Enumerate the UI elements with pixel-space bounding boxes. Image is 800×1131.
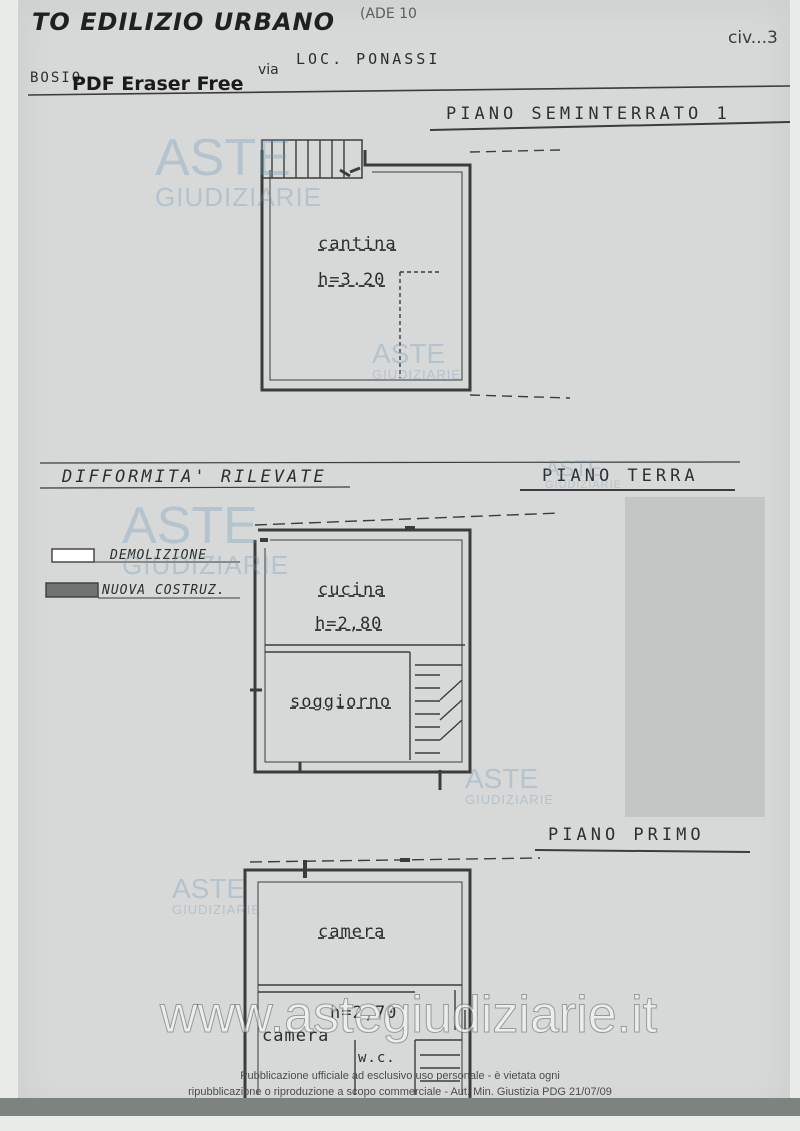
- room-label-soggiorno: soggiorno: [290, 692, 392, 712]
- basement-plan: [260, 139, 571, 399]
- header-location: LOC. PONASSI: [296, 50, 441, 68]
- ground-floor-heading: PIANO TERRA: [542, 466, 699, 486]
- first-heading-underline: [534, 849, 751, 853]
- scan-bottom-edge: [0, 1098, 800, 1116]
- room-height-cantina: h=3.20: [318, 270, 386, 290]
- legend-label-nuova-costruzione: NUOVA COSTRUZ.: [102, 583, 226, 598]
- room-label-wc: w.c.: [358, 1050, 396, 1066]
- header-title: TO EDILIZIO URBANO: [32, 8, 336, 36]
- ground-plan: [250, 526, 472, 790]
- room-label-cucina: cucina: [318, 580, 386, 600]
- room-label-cantina: cantina: [318, 234, 397, 254]
- basement-heading-underline: [429, 121, 791, 131]
- first-floor-heading: PIANO PRIMO: [548, 825, 705, 845]
- header-underline: [27, 85, 791, 96]
- site-url-watermark: www.astegiudiziarie.it: [159, 986, 658, 1045]
- room-label-camera-2: camera: [262, 1026, 330, 1046]
- legend-swatch-nuova-costruzione: [45, 582, 99, 598]
- first-floor-plan: [243, 858, 472, 1098]
- legend-title: DIFFORMITA' RILEVATE: [62, 467, 327, 487]
- footer-band: [0, 1116, 800, 1131]
- legend-top-rule: [39, 461, 741, 464]
- pdf-eraser-overlay: PDF Eraser Free: [72, 73, 244, 95]
- scan-shadow-panel: [625, 497, 765, 817]
- room-height-first-floor: h=2,70: [330, 1003, 398, 1023]
- header-via-label: via: [258, 62, 279, 78]
- basement-heading: PIANO SEMINTERRATO 1: [446, 104, 731, 124]
- room-label-camera-1: camera: [318, 922, 386, 942]
- header-civic-number: civ...3: [728, 28, 778, 48]
- legal-notice-line-2: ripubblicazione o riproduzione a scopo c…: [188, 1086, 612, 1098]
- legend-label-demolizione: DEMOLIZIONE: [110, 548, 208, 563]
- header-title-suffix: (ADE 10: [360, 6, 417, 22]
- legend-swatch-demolizione: [51, 548, 95, 563]
- legend-title-underline: [39, 486, 351, 489]
- room-height-cucina: h=2,80: [315, 614, 383, 634]
- legal-notice-line-1: Pubblicazione ufficiale ad esclusivo uso…: [240, 1070, 560, 1082]
- header-locality-prefix: BOSIO: [30, 70, 83, 86]
